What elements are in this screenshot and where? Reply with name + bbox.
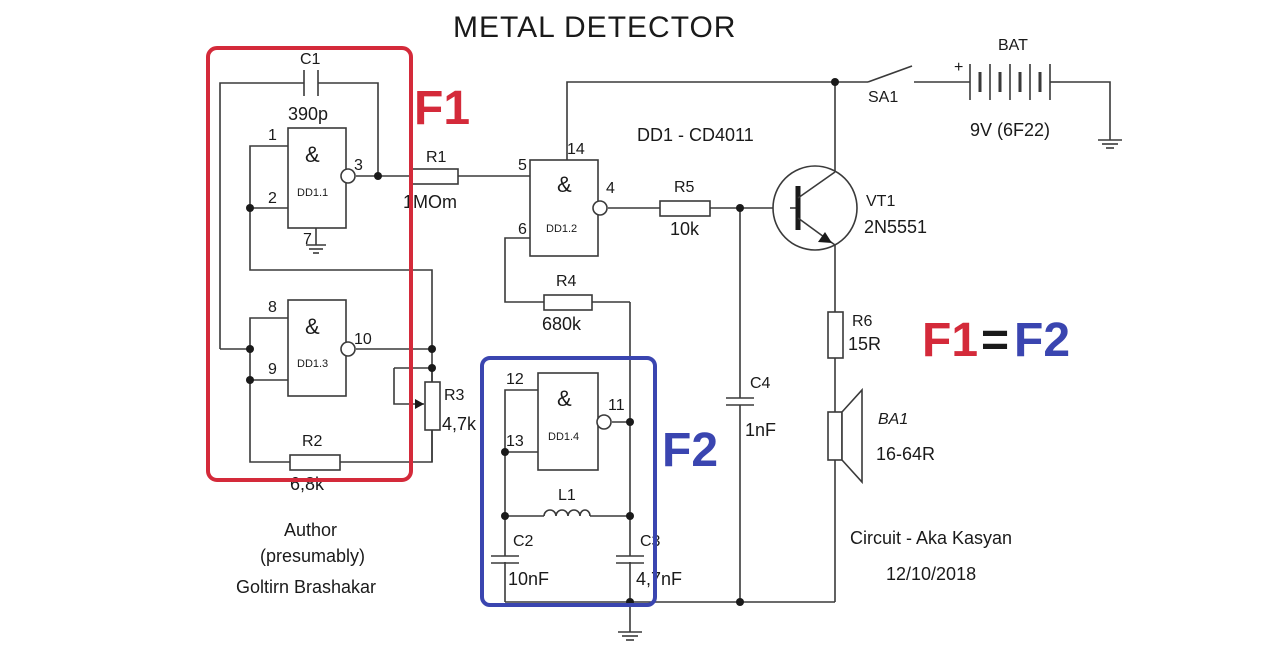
svg-text:7: 7 — [303, 231, 312, 248]
svg-text:390p: 390p — [288, 104, 328, 124]
svg-text:3: 3 — [354, 157, 363, 174]
ground-symbol-battery — [1098, 139, 1122, 149]
svg-text:DD1.1: DD1.1 — [297, 187, 328, 199]
ground-symbol-dd11 — [306, 244, 326, 254]
capacitor-c4: C4 1nF — [726, 375, 776, 440]
svg-text:(presumably): (presumably) — [260, 546, 365, 566]
svg-text:DD1.3: DD1.3 — [297, 358, 328, 370]
svg-text:R2: R2 — [302, 433, 323, 450]
speaker-ba1: BA1 16-64R — [827, 387, 935, 485]
transistor-vt1: VT1 2N5551 — [772, 165, 927, 251]
svg-text:1MOm: 1MOm — [403, 192, 457, 212]
svg-text:Goltirn Brashakar: Goltirn Brashakar — [236, 577, 376, 597]
svg-text:9: 9 — [268, 361, 277, 378]
svg-text:R3: R3 — [444, 387, 465, 404]
svg-text:11: 11 — [608, 397, 625, 414]
frequency-equation: F1 = F2 — [922, 314, 1070, 367]
svg-text:Author: Author — [284, 520, 337, 540]
svg-text:12/10/2018: 12/10/2018 — [886, 564, 976, 584]
svg-text:16-64R: 16-64R — [876, 444, 935, 464]
svg-text:1: 1 — [268, 127, 277, 144]
gate-dd1-2: & DD1.2 5 6 4 14 — [518, 141, 615, 257]
svg-text:R6: R6 — [852, 313, 873, 330]
chip-note: DD1 - CD4011 — [637, 125, 754, 145]
resistor-r4: R4 680k — [542, 273, 593, 334]
svg-text:=: = — [981, 314, 1009, 367]
f2-label: F2 — [662, 424, 718, 477]
capacitor-c3: C3 4,7nF — [616, 533, 682, 589]
svg-text:5: 5 — [518, 157, 527, 174]
svg-text:10: 10 — [354, 331, 372, 348]
svg-text:DD1.4: DD1.4 — [548, 431, 579, 443]
svg-text:C3: C3 — [640, 533, 661, 550]
junctions — [246, 78, 839, 606]
svg-text:12: 12 — [506, 371, 524, 388]
svg-text:680k: 680k — [542, 314, 582, 334]
svg-text:4,7nF: 4,7nF — [636, 569, 682, 589]
credit-caption: Circuit - Aka Kasyan 12/10/2018 — [850, 528, 1012, 584]
resistor-r6: R6 15R — [827, 311, 881, 359]
resistor-r1: R1 1MOm — [403, 149, 459, 212]
svg-text:R1: R1 — [426, 149, 447, 166]
resistor-r5: R5 10k — [659, 179, 711, 239]
svg-text:SA1: SA1 — [868, 89, 898, 106]
svg-text:15R: 15R — [848, 334, 881, 354]
svg-text:2: 2 — [268, 190, 277, 207]
svg-text:DD1.2: DD1.2 — [546, 223, 577, 235]
svg-text:1nF: 1nF — [745, 420, 776, 440]
gate-dd1-4: & DD1.4 12 13 11 — [506, 371, 625, 471]
svg-text:BA1: BA1 — [878, 411, 908, 428]
potentiometer-r3: R3 4,7k — [415, 381, 477, 434]
svg-text:VT1: VT1 — [866, 193, 895, 210]
svg-text:8: 8 — [268, 299, 277, 316]
svg-text:&: & — [557, 172, 572, 197]
gate-dd1-1: & DD1.1 1 2 3 7 — [268, 127, 363, 248]
svg-text:14: 14 — [567, 141, 585, 158]
resistor-r2: R2 6,8k — [289, 433, 341, 494]
ground-symbol-bottom — [618, 631, 642, 641]
svg-text:6,8k: 6,8k — [290, 474, 325, 494]
svg-text:R4: R4 — [556, 273, 577, 290]
svg-text:&: & — [305, 314, 320, 339]
svg-text:&: & — [305, 142, 320, 167]
svg-text:Circuit - Aka Kasyan: Circuit - Aka Kasyan — [850, 528, 1012, 548]
svg-text:C4: C4 — [750, 375, 771, 392]
svg-text:2N5551: 2N5551 — [864, 217, 927, 237]
svg-text:F1: F1 — [922, 314, 978, 367]
svg-text:L1: L1 — [558, 487, 576, 504]
svg-text:10k: 10k — [670, 219, 700, 239]
f1-highlight-box — [206, 46, 413, 482]
svg-text:C2: C2 — [513, 533, 534, 550]
diagram-title: METAL DETECTOR — [453, 11, 736, 44]
svg-text:4: 4 — [606, 180, 615, 197]
svg-text:R5: R5 — [674, 179, 695, 196]
svg-text:F2: F2 — [1014, 314, 1070, 367]
inductor-l1: L1 — [543, 487, 591, 517]
battery-bat: + BAT 9V (6F22) — [954, 37, 1060, 140]
svg-text:10nF: 10nF — [508, 569, 549, 589]
f2-highlight-box — [480, 356, 657, 607]
gate-dd1-3: & DD1.3 8 9 10 — [268, 299, 372, 397]
svg-text:+: + — [954, 59, 963, 76]
svg-text:13: 13 — [506, 433, 524, 450]
svg-text:C1: C1 — [300, 51, 321, 68]
svg-text:&: & — [557, 386, 572, 411]
author-caption: Author (presumably) Goltirn Brashakar — [236, 520, 376, 597]
capacitor-c1: C1 390p — [288, 51, 328, 124]
svg-text:6: 6 — [518, 221, 527, 238]
f1-label: F1 — [414, 82, 470, 135]
svg-text:4,7k: 4,7k — [442, 414, 477, 434]
switch-sa1: SA1 — [867, 65, 913, 106]
svg-text:9V (6F22): 9V (6F22) — [970, 120, 1050, 140]
svg-text:BAT: BAT — [998, 37, 1028, 54]
capacitor-c2: C2 10nF — [491, 533, 549, 589]
